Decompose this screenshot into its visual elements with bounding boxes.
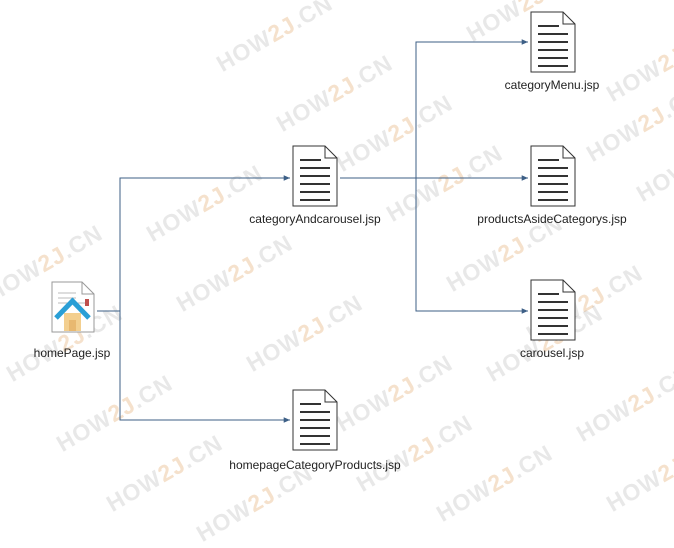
node-home-page[interactable] [49,281,97,333]
node-category-menu[interactable] [530,11,576,73]
home-page-label: homePage.jsp [33,346,111,360]
node-products-aside-categorys[interactable] [530,145,576,207]
node-carousel[interactable] [530,279,576,341]
document-icon [292,389,338,451]
document-icon [530,11,576,73]
connector-category-and-carousel-to-category-menu [340,39,528,179]
carousel-label: carousel.jsp [519,346,585,360]
connector-category-and-carousel-to-carousel [340,177,528,314]
node-homepage-category-products[interactable] [292,389,338,451]
category-menu-label: categoryMenu.jsp [504,78,600,92]
category-and-carousel-label: categoryAndcarousel.jsp [249,212,381,226]
homepage-category-products-label: homepageCategoryProducts.jsp [229,458,401,472]
document-icon [530,145,576,207]
node-category-and-carousel[interactable] [292,145,338,207]
products-aside-categorys-label: productsAsideCategorys.jsp [477,212,627,226]
connector-home-page-to-homepage-category-products [97,310,290,423]
connector-home-page-to-category-and-carousel [97,175,290,312]
home-page-icon [51,281,95,333]
document-icon [530,279,576,341]
document-icon [292,145,338,207]
connector-layer [97,39,528,423]
